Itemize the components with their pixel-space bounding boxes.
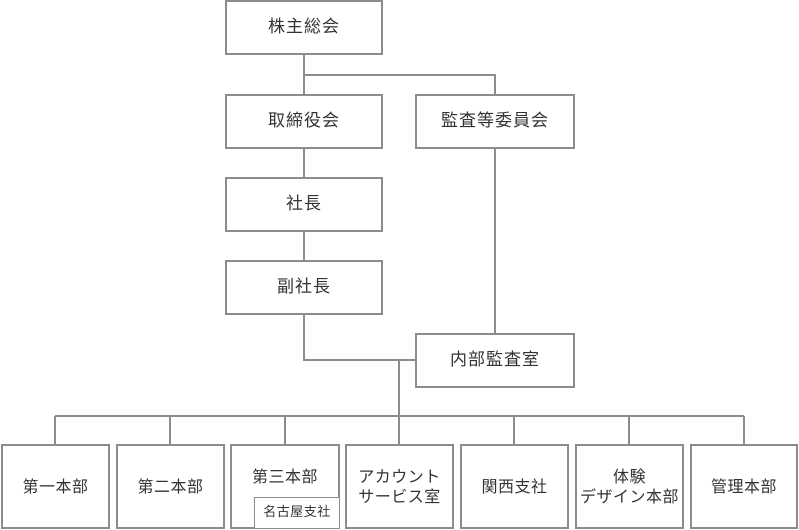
dept-kansai-branch: 関西支社 xyxy=(460,444,569,529)
node-audit-committee: 監査等委員会 xyxy=(415,94,575,149)
dept-first-division: 第一本部 xyxy=(1,444,110,529)
dept-label: 第一本部 xyxy=(22,476,89,496)
dept-sub-label: 名古屋支社 xyxy=(263,504,331,520)
dept-label: アカウント サービス室 xyxy=(358,466,441,506)
node-shareholders-meeting: 株主総会 xyxy=(225,0,383,55)
dept-third-division: 第三本部 名古屋支社 xyxy=(230,444,340,529)
node-shareholders-meeting-label: 株主総会 xyxy=(268,16,340,37)
dept-administration: 管理本部 xyxy=(690,444,798,529)
dept-label: 管理本部 xyxy=(710,476,777,496)
dept-sub-nagoya-branch: 名古屋支社 xyxy=(254,497,340,529)
node-internal-audit: 内部監査室 xyxy=(415,333,575,388)
dept-label: 関西支社 xyxy=(481,476,548,496)
node-board-of-directors-label: 取締役会 xyxy=(268,110,340,131)
node-internal-audit-label: 内部監査室 xyxy=(450,349,540,370)
dept-label: 体験 デザイン本部 xyxy=(579,466,679,506)
node-president: 社長 xyxy=(225,177,383,232)
dept-second-division: 第二本部 xyxy=(116,444,225,529)
node-vice-president-label: 副社長 xyxy=(277,276,331,297)
node-president-label: 社長 xyxy=(286,193,322,214)
node-board-of-directors: 取締役会 xyxy=(225,94,383,149)
dept-account-service: アカウント サービス室 xyxy=(345,444,454,529)
dept-experience-design: 体験 デザイン本部 xyxy=(575,444,684,529)
node-audit-committee-label: 監査等委員会 xyxy=(441,110,549,131)
dept-label: 第三本部 xyxy=(251,467,318,486)
dept-label: 第二本部 xyxy=(137,476,204,496)
node-vice-president: 副社長 xyxy=(225,260,383,315)
